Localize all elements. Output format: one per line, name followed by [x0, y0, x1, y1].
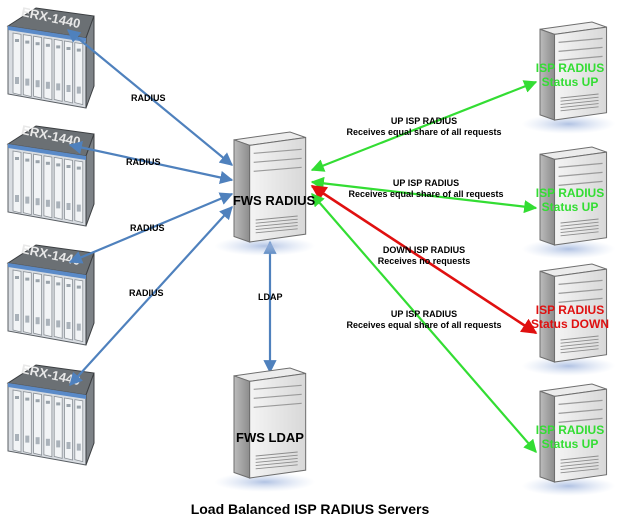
- isp-link-label-3a: DOWN ISP RADIUS: [383, 245, 465, 255]
- radius-link-4: [69, 206, 233, 386]
- fws-radius-label: FWS RADIUS: [233, 193, 316, 208]
- radius-link-2: [68, 141, 234, 184]
- isp-link-label-1b: Receives equal share of all requests: [346, 127, 501, 137]
- fws-ldap-server: FWS LDAP: [214, 367, 316, 492]
- isp-server-name: ISP RADIUS: [536, 61, 604, 75]
- radius-label-2: RADIUS: [126, 157, 161, 167]
- fws-ldap-label: FWS LDAP: [236, 430, 304, 445]
- isp-link-label-2b: Receives equal share of all requests: [348, 189, 503, 199]
- diagram-caption: Load Balanced ISP RADIUS Servers: [191, 501, 430, 517]
- fws-radius-server: FWS RADIUS: [214, 131, 316, 256]
- radius-label-4: RADIUS: [129, 288, 164, 298]
- isp-server-name: ISP RADIUS: [536, 303, 604, 317]
- erx-chassis: ERX-1440: [6, 122, 95, 227]
- radius-label-3: RADIUS: [130, 223, 165, 233]
- isp-server-status: Status DOWN: [531, 317, 609, 331]
- link-labels: RADIUS RADIUS RADIUS RADIUS LDAP UP ISP …: [126, 93, 504, 330]
- isp-link-label-1a: UP ISP RADIUS: [391, 116, 457, 126]
- isp-server-status: Status UP: [542, 75, 599, 89]
- ldap-label: LDAP: [258, 292, 283, 302]
- isp-link-label-3b: Receives no requests: [378, 256, 471, 266]
- isp-link-4: [311, 193, 537, 453]
- radius-label-1: RADIUS: [131, 93, 166, 103]
- isp-link-label-4a: UP ISP RADIUS: [391, 309, 457, 319]
- isp-link-label-4b: Receives equal share of all requests: [346, 320, 501, 330]
- isp-link-1: [310, 80, 538, 172]
- isp-server-name: ISP RADIUS: [536, 186, 604, 200]
- connection-lines: [66, 29, 538, 453]
- isp-server-status: Status UP: [542, 200, 599, 214]
- isp-link-label-2a: UP ISP RADIUS: [393, 178, 459, 188]
- isp-server-name: ISP RADIUS: [536, 423, 604, 437]
- erx-chassis: ERX-1440: [6, 361, 95, 466]
- isp-server-status: Status UP: [542, 437, 599, 451]
- erx-chassis: ERX-1440: [6, 4, 95, 109]
